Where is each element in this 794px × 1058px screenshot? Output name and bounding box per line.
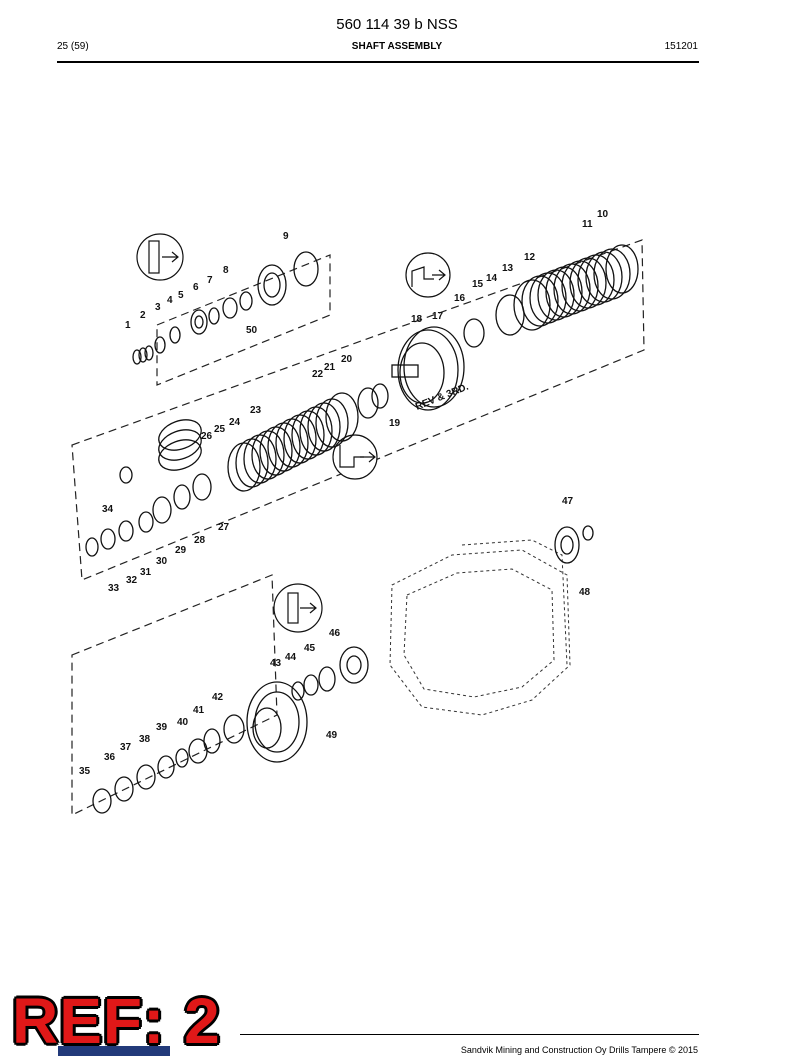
part-label: 29 (175, 545, 187, 556)
part-label: 43 (270, 658, 282, 669)
part-label: 20 (341, 354, 353, 365)
ref-stamp: REF: 2 (12, 985, 221, 1057)
part-label: 40 (177, 717, 189, 728)
part-label: 13 (502, 263, 514, 274)
footer-copyright: Sandvik Mining and Construction Oy Drill… (460, 1045, 698, 1055)
upper-parts (132, 251, 319, 365)
clutch-drum (391, 326, 465, 411)
footer-rule (240, 1034, 699, 1035)
transmission-housing (389, 539, 571, 716)
company-logo (58, 1046, 170, 1056)
part-label: 17 (432, 311, 444, 322)
lower-parts (92, 646, 369, 814)
part-label: 39 (156, 722, 168, 733)
part-number-labels: 1 2 3 4 5 6 7 8 9 10 11 12 13 14 15 16 1… (79, 209, 609, 777)
part-label: 28 (194, 535, 206, 546)
seal-callout-icon-upper (405, 252, 451, 298)
header-rule (57, 61, 699, 63)
part-label: 19 (389, 418, 401, 429)
part-label: 35 (79, 766, 91, 777)
part-label: 6 (193, 282, 199, 293)
part-label: 16 (454, 293, 466, 304)
part-label: 31 (140, 567, 152, 578)
part-label: 10 (597, 209, 609, 220)
part-label: 27 (218, 522, 230, 533)
part-label: 23 (250, 405, 262, 416)
lower-group-frame (71, 574, 278, 816)
part-label: 22 (312, 369, 324, 380)
part-label: 47 (562, 496, 574, 507)
part-label: 25 (214, 424, 226, 435)
part-label: 21 (324, 362, 336, 373)
part-label: 15 (472, 279, 484, 290)
part-label: 4 (167, 295, 173, 306)
part-label: 49 (326, 730, 338, 741)
bearing-callout-icon-lower (273, 583, 323, 633)
part-label: 14 (486, 273, 498, 284)
part-label: 42 (212, 692, 224, 703)
part-label: 11 (582, 219, 593, 230)
part-label: 9 (283, 231, 289, 242)
shaft-assembly-diagram: 1 2 3 4 5 6 7 8 9 10 11 12 13 14 15 16 1… (71, 209, 645, 816)
document-code: 151201 (664, 41, 698, 52)
part-label: 36 (104, 752, 116, 763)
part-label: 30 (156, 556, 168, 567)
part-label: 5 (178, 290, 184, 301)
part-label: 45 (304, 643, 316, 654)
middle-group-frame (71, 239, 645, 581)
clutch-pack-upper (463, 244, 639, 348)
output-gear (554, 525, 594, 564)
part-label: 32 (126, 575, 138, 586)
part-label: 2 (140, 310, 146, 321)
part-label: 3 (155, 302, 161, 313)
section-title: SHAFT ASSEMBLY (351, 41, 443, 52)
part-label: 18 (411, 314, 423, 325)
bearing-callout-icon (136, 233, 184, 281)
part-label: 41 (193, 705, 205, 716)
part-label: 24 (229, 417, 241, 428)
clutch-pack-lower (85, 383, 389, 557)
part-label: 38 (139, 734, 151, 745)
part-label: 1 (125, 320, 131, 331)
part-label: 33 (108, 583, 120, 594)
part-label: 44 (285, 652, 297, 663)
part-label: 50 (246, 325, 258, 336)
part-label: 34 (102, 504, 114, 515)
part-label: 46 (329, 628, 341, 639)
document-title: 560 114 39 b NSS (336, 16, 458, 33)
part-label: 26 (201, 431, 213, 442)
part-label: 12 (524, 252, 536, 263)
upper-group-frame (156, 254, 331, 386)
page-number: 25 (59) (57, 41, 89, 52)
part-label: 7 (207, 275, 213, 286)
part-label: 37 (120, 742, 132, 753)
seal-callout-icon-lower (332, 434, 378, 480)
part-label: 8 (223, 265, 229, 276)
part-label: 48 (579, 587, 591, 598)
